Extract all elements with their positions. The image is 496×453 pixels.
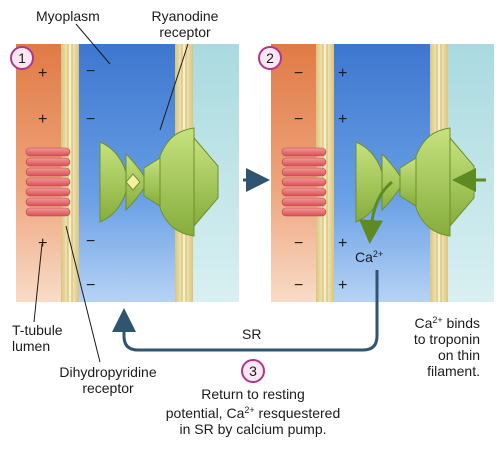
step3-caption: Return to resting potential, Ca2+ resque… — [165, 386, 341, 437]
myoplasm-leader — [75, 23, 111, 65]
ryanodine-leader — [159, 43, 189, 131]
return-arrow — [112, 270, 379, 352]
plus-charge: + — [38, 111, 47, 128]
plus-charge: + — [338, 277, 347, 294]
ca-binds-troponin-label: Ca2+ binds to troponin on thin filament. — [413, 315, 480, 379]
myoplasm-label: Myoplasm — [36, 8, 100, 24]
plus-charge: + — [38, 235, 47, 252]
step-number-3: 3 — [249, 363, 257, 379]
channel-closed-1 — [125, 173, 141, 191]
plus-charge: + — [38, 65, 47, 82]
t-tubule-lumen-label: T-tubule lumen — [12, 322, 63, 354]
minus-charge: − — [86, 277, 95, 294]
minus-charge: − — [294, 277, 303, 294]
plus-charge: + — [338, 235, 347, 252]
minus-charge: − — [294, 65, 303, 82]
minus-charge: − — [294, 111, 303, 128]
minus-charge: − — [86, 63, 95, 80]
step-badge-1 — [10, 46, 34, 70]
t-tubule-leader — [33, 243, 43, 323]
ca-release-arrow — [359, 180, 393, 244]
minus-charge: − — [294, 235, 303, 252]
ryanodine-receptor-label: Ryanodine receptor — [151, 8, 219, 40]
step-number-2: 2 — [266, 50, 274, 66]
charges-panel-1: + + + − − − − — [38, 63, 95, 294]
dhp-leader — [65, 225, 101, 363]
sr-label: SR — [242, 326, 262, 342]
charges-panel-2: − − − − + + + + — [294, 65, 347, 294]
dihydropyridine-receptor-label: Dihydropyridine receptor — [59, 364, 157, 396]
ca-ion-label: Ca2+ — [355, 249, 384, 265]
minus-charge: − — [86, 111, 95, 128]
step-number-1: 1 — [18, 50, 26, 66]
step-badge-3 — [241, 359, 265, 383]
dhp-receptor-1 — [25, 147, 71, 217]
plus-charge: + — [338, 65, 347, 82]
minus-charge: − — [86, 233, 95, 250]
leader-lines — [33, 23, 189, 363]
step-badge-2 — [258, 46, 282, 70]
plus-charge: + — [338, 111, 347, 128]
dhp-receptor-2 — [281, 147, 327, 217]
